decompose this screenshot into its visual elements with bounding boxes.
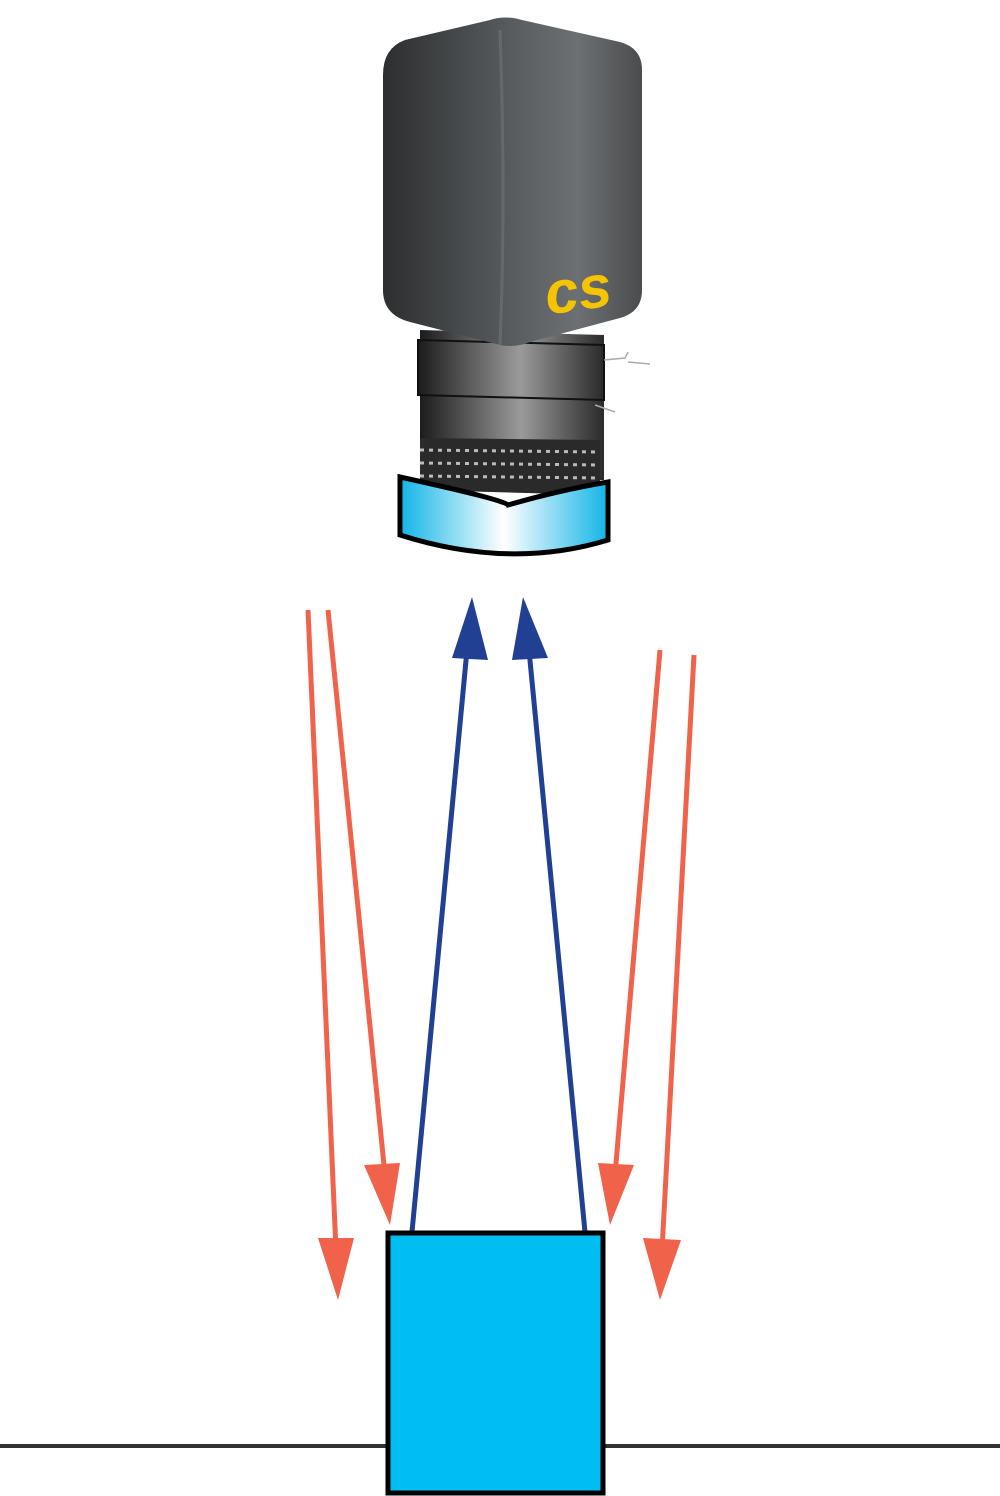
reflected-ray (409, 649, 470, 1233)
incident-ray (659, 654, 697, 1251)
arrowhead-down-icon (643, 1238, 681, 1300)
incident-ray (612, 649, 663, 1176)
incident-light-arrows (305, 609, 697, 1300)
set-screw-icon (603, 351, 651, 365)
target-object (385, 1230, 606, 1496)
arrowhead-down-icon (598, 1163, 634, 1225)
reflected-light-arrows (409, 597, 588, 1233)
arrowhead-down-icon (364, 1163, 400, 1225)
focus-ring (417, 338, 605, 402)
arrowhead-down-icon (318, 1238, 354, 1300)
reflected-ray (526, 649, 588, 1233)
camera: cs (383, 17, 651, 557)
camera-body (383, 17, 642, 346)
knurled-ring (419, 438, 601, 495)
incident-ray (305, 609, 339, 1251)
lens-glass (397, 473, 611, 557)
pin-icon (594, 404, 616, 413)
arrowhead-up-icon (512, 597, 548, 660)
incident-ray (325, 609, 388, 1176)
arrowhead-up-icon (452, 597, 488, 660)
camera-logo: cs (540, 252, 615, 328)
